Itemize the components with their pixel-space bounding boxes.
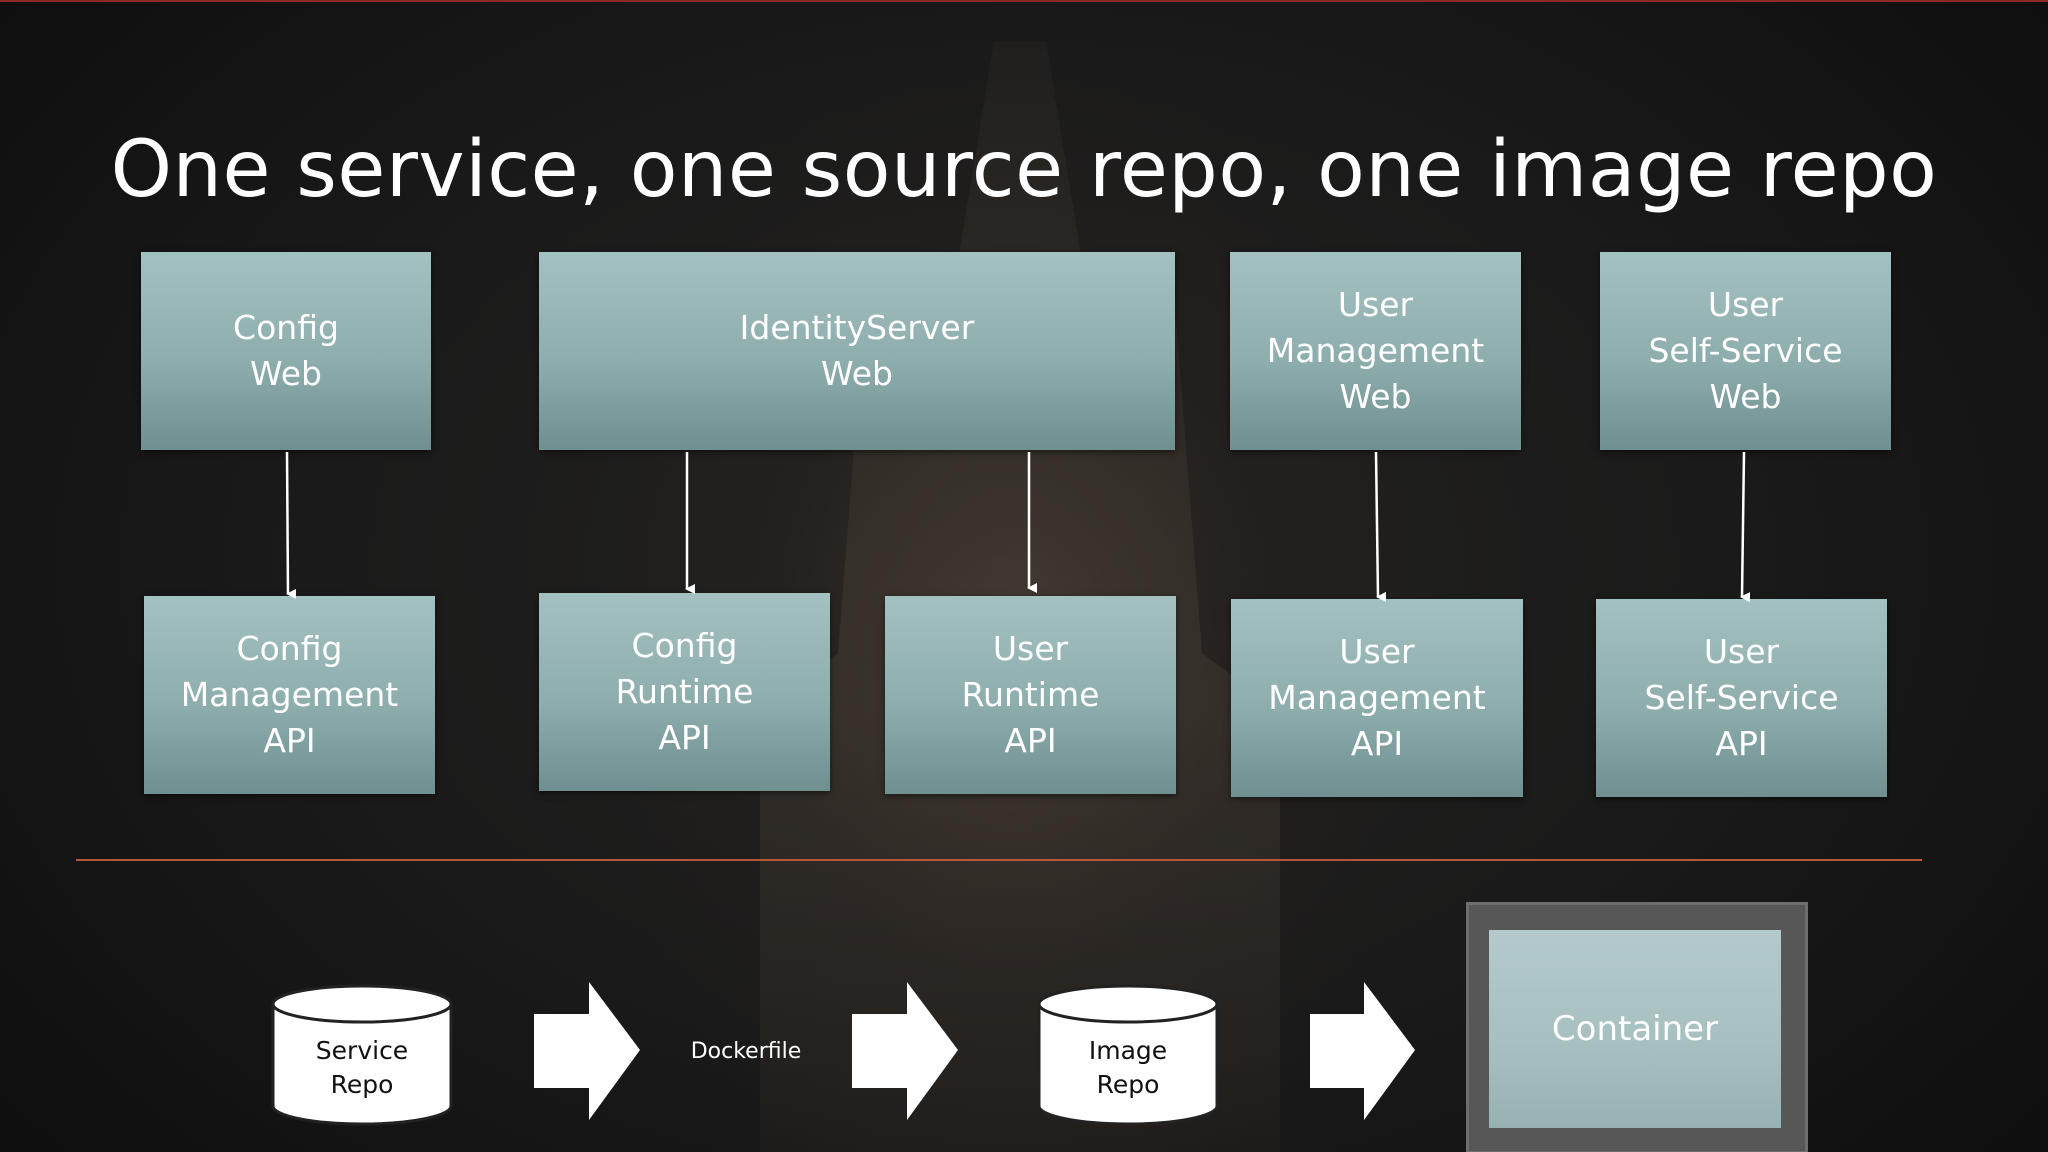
config-management-api-box: Config Management API (144, 596, 435, 794)
user-self-service-api-box: User Self-Service API (1596, 599, 1887, 797)
user-management-api-box: User Management API (1231, 599, 1523, 797)
container-box: Container (1489, 930, 1781, 1128)
slide-title: One service, one source repo, one image … (110, 125, 1938, 215)
arrow-config-web-to-config-management-api (285, 451, 297, 599)
config-runtime-api-box: Config Runtime API (539, 593, 830, 791)
dockerfile-label: Dockerfile (690, 1039, 802, 1064)
identityserver-web-box: IdentityServer Web (539, 252, 1175, 450)
config-web-box: Config Web (141, 252, 431, 450)
arrow-user-self-service-web-to-user-self-service-api (1740, 451, 1751, 603)
image-repo-label: Image Repo (1088, 1036, 1168, 1099)
section-divider (76, 859, 1922, 861)
service-repo-label: Service Repo (315, 1036, 409, 1099)
user-runtime-api-box: User Runtime API (885, 596, 1176, 794)
pipeline-arrow-2 (852, 982, 958, 1120)
user-self-service-web-box: User Self-Service Web (1600, 252, 1891, 450)
pipeline-arrow-3 (1310, 982, 1415, 1120)
pipeline-arrow-1 (534, 982, 640, 1120)
arrow-user-management-web-to-user-management-api (1374, 451, 1387, 602)
user-management-web-box: User Management Web (1230, 252, 1521, 450)
